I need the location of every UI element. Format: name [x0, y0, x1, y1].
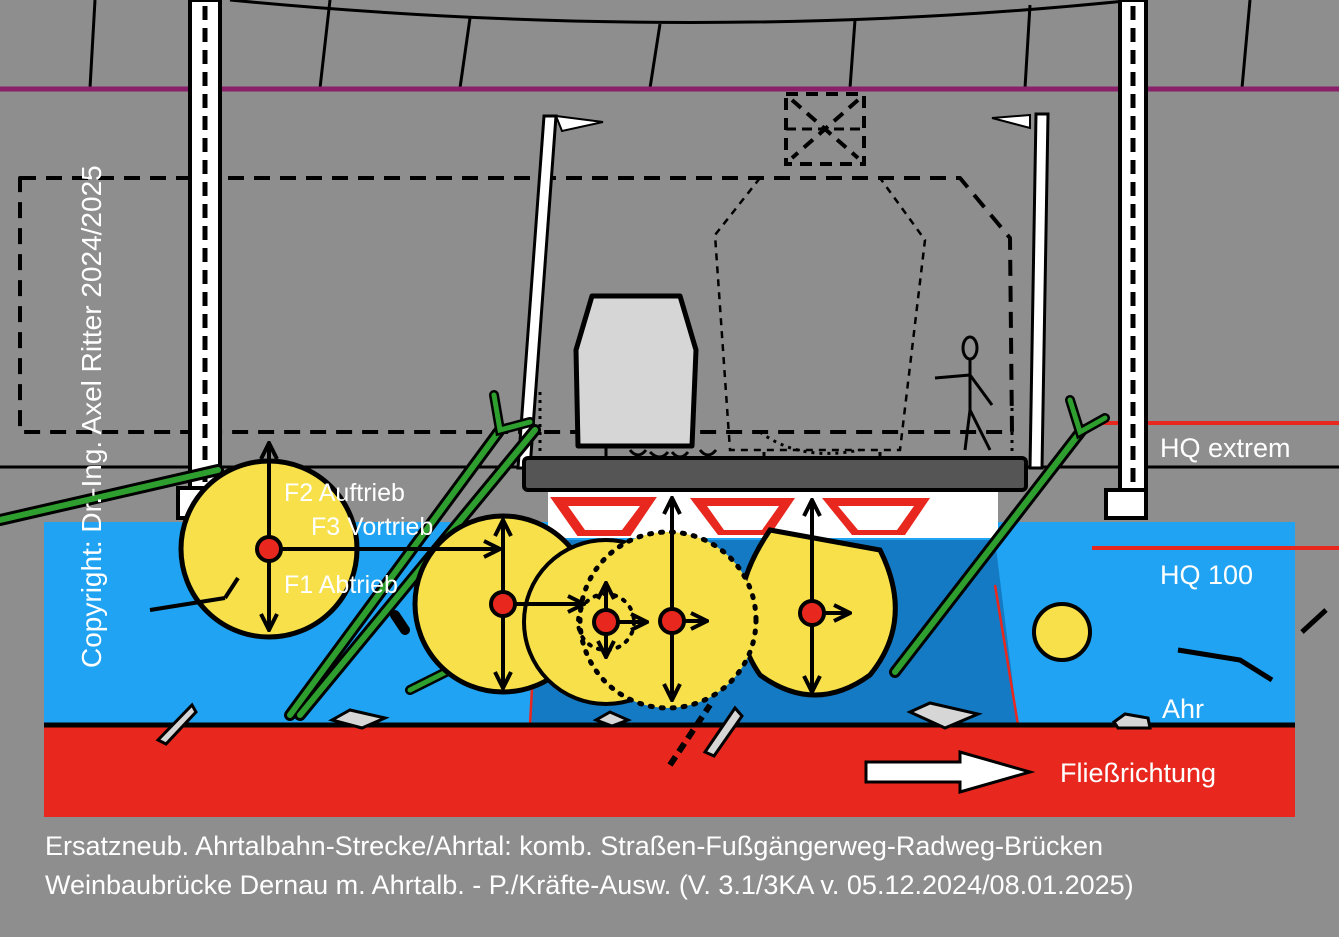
label-flow-direction: Fließrichtung	[1060, 758, 1216, 788]
label-ahr: Ahr	[1162, 694, 1204, 724]
copyright-text: Copyright: Dr.-Ing. Axel Ritter 2024/202…	[76, 165, 107, 668]
ceiling-structure	[0, 0, 1339, 92]
label-hq-extrem: HQ extrem	[1160, 433, 1291, 463]
vehicle	[573, 293, 718, 459]
label-f1: F1 Abtrieb	[284, 571, 398, 599]
pedestrian-figure	[934, 335, 994, 451]
riverbed	[44, 725, 1295, 817]
debris	[149, 576, 1328, 767]
caption-line-1: Ersatzneub. Ahrtalbahn-Strecke/Ahrtal: k…	[45, 831, 1103, 861]
floating-trees	[0, 390, 1110, 721]
flow-direction-arrow	[864, 750, 1036, 794]
label-hq-100: HQ 100	[1160, 560, 1253, 590]
left-mast	[176, 0, 222, 520]
caption-line-2: Weinbaubrücke Dernau m. Ahrtalb. - P./Kr…	[45, 870, 1134, 900]
bridge-deck	[522, 445, 1028, 538]
label-f3: F3 Vortrieb	[311, 513, 433, 541]
bale-centers	[255, 535, 826, 636]
flag-pole-right	[991, 112, 1050, 470]
train-dashed-outline	[18, 92, 1014, 452]
label-f2: F2 Auftrieb	[284, 479, 405, 507]
right-mast	[1104, 0, 1148, 520]
dotted-railing	[538, 392, 1014, 455]
